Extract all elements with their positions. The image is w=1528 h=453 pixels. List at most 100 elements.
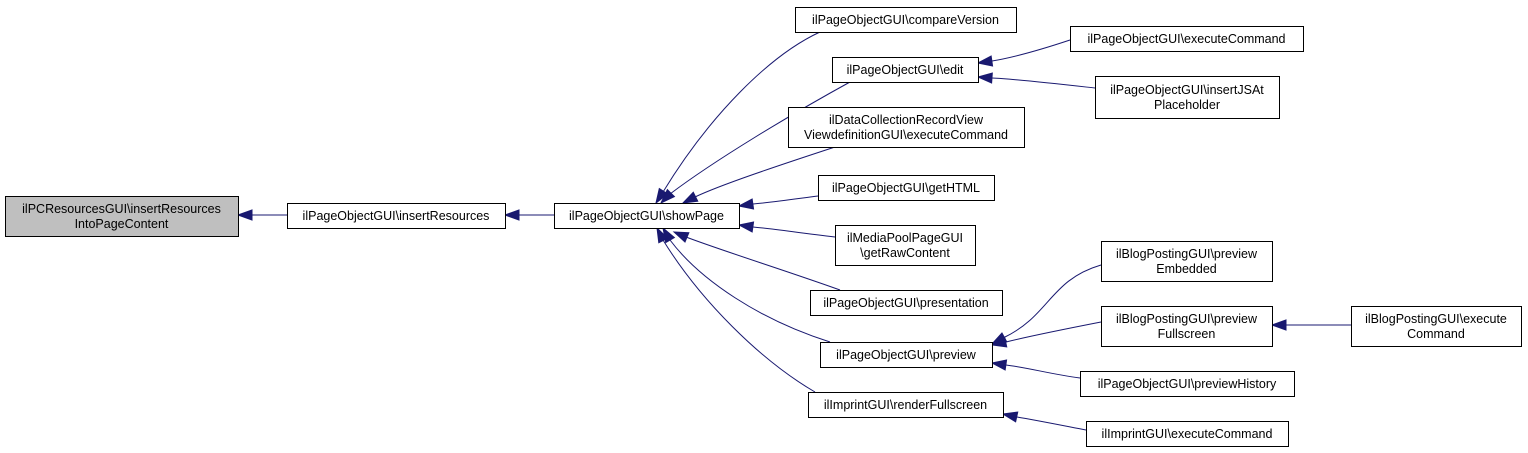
node-label: ilPageObjectGUI\edit [847, 63, 964, 77]
edge-line [669, 239, 831, 343]
edge-line [662, 31, 821, 193]
arrow-head [976, 55, 994, 67]
node-box [808, 392, 1004, 418]
arrow-head [659, 188, 676, 205]
edge-n3-n2 [655, 31, 821, 205]
node-box [1351, 306, 1522, 347]
node-n3[interactable]: ilPageObjectGUI\compareVersion [795, 7, 1017, 33]
arrow-head [503, 209, 520, 221]
node-label: Placeholder [1154, 98, 1220, 112]
node-label: ilPageObjectGUI\showPage [569, 209, 724, 223]
edge-n8-n2 [672, 231, 841, 291]
edges-layer [236, 31, 1351, 431]
edge-n6-n2 [737, 195, 819, 210]
node-label: Embedded [1156, 262, 1217, 276]
node-n9[interactable]: ilPageObjectGUI\preview [820, 342, 993, 368]
edge-line [1016, 416, 1087, 431]
node-box [832, 57, 979, 83]
edge-line [752, 226, 836, 238]
edge-line [662, 239, 816, 393]
edge-n7-n2 [737, 221, 836, 238]
edge-n14-n9 [990, 321, 1102, 348]
node-n16[interactable]: ilImprintGUI\executeCommand [1086, 421, 1289, 447]
node-box [810, 290, 1003, 316]
edge-n15-n9 [990, 359, 1081, 379]
node-label: ilPageObjectGUI\executeCommand [1087, 32, 1285, 46]
edge-n17-n14 [1270, 319, 1351, 331]
nodes-layer: ilPCResourcesGUI\insertResourcesIntoPage… [5, 7, 1522, 447]
node-n15[interactable]: ilPageObjectGUI\previewHistory [1080, 371, 1295, 397]
arrow-head [737, 221, 755, 233]
edge-line [1005, 321, 1102, 343]
node-n8[interactable]: ilPageObjectGUI\presentation [810, 290, 1003, 316]
node-box [818, 175, 995, 201]
node-box [1080, 371, 1295, 397]
node-box [788, 107, 1025, 148]
node-label: Command [1407, 327, 1465, 341]
node-n2[interactable]: ilPageObjectGUI\showPage [554, 203, 740, 229]
node-label: ilPageObjectGUI\insertJSAt [1110, 83, 1264, 97]
node-label: ilDataCollectionRecordView [829, 113, 984, 127]
node-n17[interactable]: ilBlogPostingGUI\executeCommand [1351, 306, 1522, 347]
node-label: ilBlogPostingGUI\preview [1116, 312, 1258, 326]
arrow-head [1001, 411, 1019, 423]
node-box [1070, 26, 1304, 52]
edge-n16-n10 [1001, 411, 1087, 431]
edge-line [669, 81, 851, 195]
node-label: ilPageObjectGUI\preview [836, 348, 977, 362]
edge-line [991, 77, 1096, 89]
node-label: ilPageObjectGUI\insertResources [303, 209, 490, 223]
arrow-head [656, 226, 669, 244]
arrow-head [655, 187, 669, 205]
edge-line [694, 146, 836, 198]
arrow-head [976, 72, 993, 84]
node-n0[interactable]: ilPCResourcesGUI\insertResourcesIntoPage… [5, 196, 239, 237]
edge-n2-n1 [503, 209, 554, 221]
node-n4[interactable]: ilPageObjectGUI\edit [832, 57, 979, 83]
edge-n9-n2 [662, 226, 831, 343]
arrow-head [990, 336, 1008, 348]
node-n11[interactable]: ilPageObjectGUI\executeCommand [1070, 26, 1304, 52]
arrow-head [681, 191, 699, 204]
node-box [795, 7, 1017, 33]
edge-n10-n2 [656, 226, 816, 393]
node-label: ilMediaPoolPageGUI [847, 231, 963, 245]
node-n10[interactable]: ilImprintGUI\renderFullscreen [808, 392, 1004, 418]
node-label: ViewdefinitionGUI\executeCommand [804, 128, 1008, 142]
node-label: ilPageObjectGUI\getHTML [832, 181, 980, 195]
edge-line [752, 195, 819, 205]
node-box [1086, 421, 1289, 447]
edge-n5-n2 [681, 146, 836, 204]
node-box [1101, 241, 1273, 282]
node-label: ilPCResourcesGUI\insertResources [22, 202, 221, 216]
edge-line [1004, 264, 1102, 338]
edge-n11-n4 [976, 39, 1071, 67]
node-label: Fullscreen [1158, 327, 1216, 341]
node-n7[interactable]: ilMediaPoolPageGUI\getRawContent [835, 225, 976, 266]
node-box [5, 196, 239, 237]
arrow-head [1270, 319, 1287, 331]
node-n1[interactable]: ilPageObjectGUI\insertResources [287, 203, 506, 229]
node-box [1101, 306, 1273, 347]
edge-n1-n0 [236, 209, 287, 221]
edge-line [685, 236, 841, 291]
node-box [835, 225, 976, 266]
edge-n13-n9 [990, 264, 1102, 345]
node-box [287, 203, 506, 229]
arrow-head [672, 231, 690, 243]
node-label: \getRawContent [860, 246, 950, 260]
node-n6[interactable]: ilPageObjectGUI\getHTML [818, 175, 995, 201]
arrow-head [737, 198, 755, 210]
node-label: ilImprintGUI\executeCommand [1102, 427, 1273, 441]
arrow-head [236, 209, 253, 221]
node-label: IntoPageContent [75, 217, 169, 231]
node-box [554, 203, 740, 229]
edge-line [1005, 364, 1081, 379]
node-n5[interactable]: ilDataCollectionRecordViewViewdefinition… [788, 107, 1025, 148]
node-label: ilPageObjectGUI\compareVersion [812, 13, 999, 27]
node-label: ilBlogPostingGUI\preview [1116, 247, 1258, 261]
